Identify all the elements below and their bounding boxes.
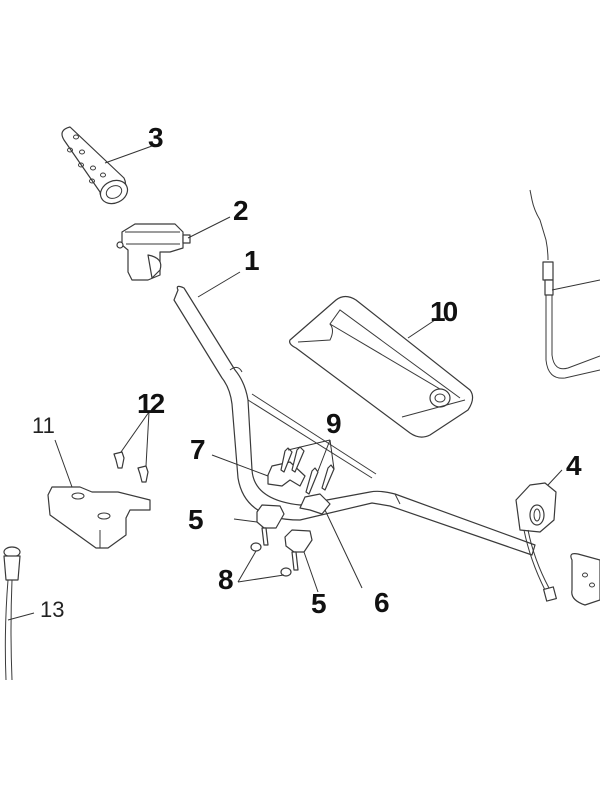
callout-13: 13 [40, 597, 65, 622]
upper-clamp-right [299, 493, 331, 515]
switch-wiring [3, 546, 21, 681]
callout-2: 2 [233, 195, 248, 226]
leader-3 [104, 145, 153, 164]
leader-5b [303, 551, 319, 593]
callout-11: 11 [32, 413, 55, 438]
mounting-bracket [47, 486, 151, 549]
leader-10 [407, 317, 439, 339]
callout-5b: 5 [311, 588, 326, 619]
throttle-housing [515, 482, 557, 602]
leader-cable [551, 279, 600, 291]
leader-9 [287, 439, 335, 472]
callout-1: 1 [244, 245, 259, 276]
leader-12 [120, 411, 150, 467]
callout-12: 12 [137, 388, 165, 419]
callout-10: 10 [430, 296, 458, 327]
callout-4: 4 [566, 450, 581, 481]
handlebar [173, 285, 536, 556]
leader-8 [237, 550, 285, 583]
callout-5a: 5 [188, 504, 203, 535]
throttle-cable [529, 189, 600, 379]
leader-13 [7, 612, 35, 621]
right-grip [570, 553, 600, 606]
callout-3: 3 [148, 122, 163, 153]
leader-5a [233, 518, 258, 523]
leader-4 [547, 469, 563, 486]
left-grip [61, 126, 129, 205]
handlebar-pad [289, 295, 474, 438]
leader-6 [324, 509, 363, 589]
callout-8: 8 [218, 564, 233, 595]
leader-11 [54, 439, 73, 488]
clamp-bolts [280, 446, 335, 495]
leader-2 [187, 216, 231, 239]
lower-clamp-a [250, 504, 285, 552]
callout-7: 7 [190, 434, 205, 465]
callout-6: 6 [374, 587, 389, 618]
bracket-bolts [113, 451, 149, 483]
brake-master-cylinder [116, 223, 191, 281]
callout-9: 9 [326, 408, 341, 439]
leader-7 [211, 454, 269, 477]
lower-clamp-b [280, 529, 313, 577]
leader-1 [197, 271, 241, 298]
